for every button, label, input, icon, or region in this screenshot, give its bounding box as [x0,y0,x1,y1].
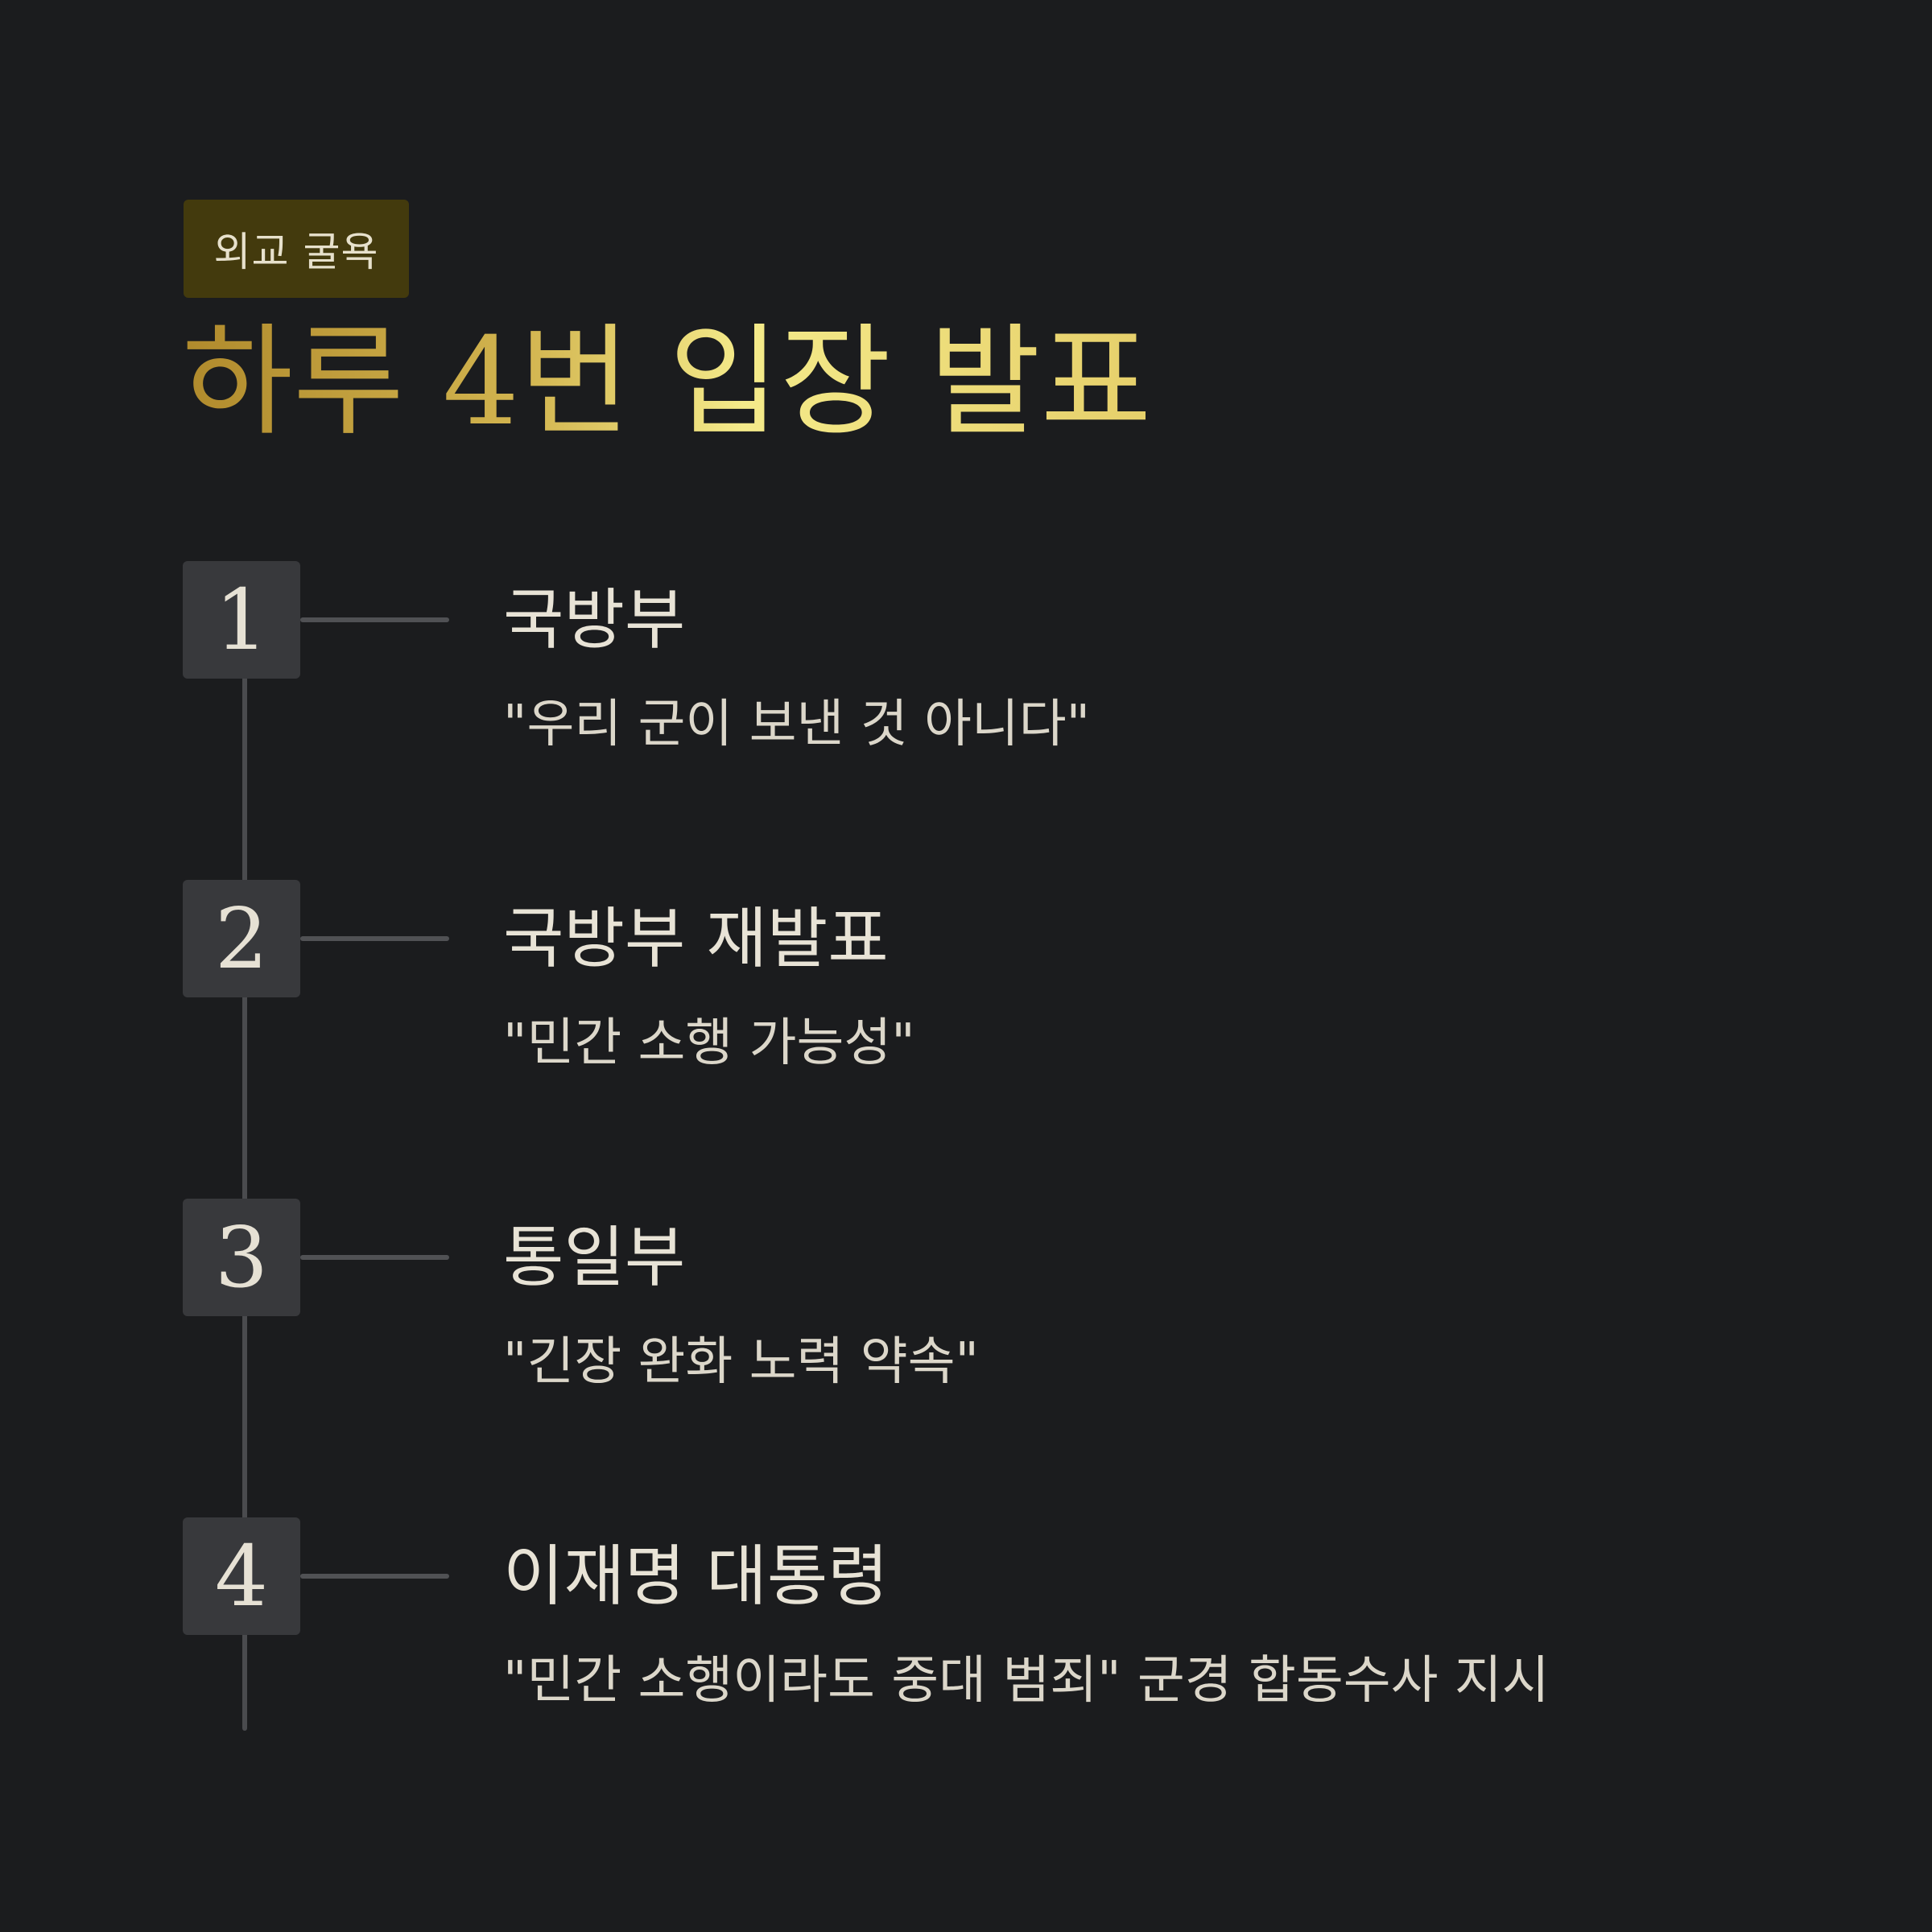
step-connector-line [300,617,449,622]
step-title: 이재명 대통령 [503,1538,889,1615]
timeline-step-3: 3 통일부 "긴장 완화 노력 약속" [0,1199,1932,1440]
step-quote: "민간 소행 가능성" [503,1013,915,1073]
step-number-badge: 3 [183,1199,300,1316]
timeline-step-4: 4 이재명 대통령 "민간 소행이라도 중대 범죄" 군경 합동수사 지시 [0,1517,1932,1759]
timeline-spine [242,620,247,1731]
headline: 하루 4번 입장 발표 [182,302,1151,463]
step-number-badge: 2 [183,880,300,997]
step-connector-line [300,1255,449,1260]
step-connector-line [300,1574,449,1579]
category-badge-label: 외교 굴욕 [213,229,379,275]
step-title: 국방부 [503,582,686,658]
step-connector-line [300,936,449,941]
step-number-badge: 4 [183,1517,300,1635]
timeline-step-2: 2 국방부 재발표 "민간 소행 가능성" [0,880,1932,1121]
step-title: 통일부 [503,1220,686,1296]
step-quote: "긴장 완화 노력 약속" [503,1332,979,1392]
step-quote: "우리 군이 보낸 것 아니다" [503,695,1091,754]
category-badge: 외교 굴욕 [184,200,409,298]
timeline-step-1: 1 국방부 "우리 군이 보낸 것 아니다" [0,561,1932,803]
step-title: 국방부 재발표 [503,901,889,977]
step-number-badge: 1 [183,561,300,679]
step-quote: "민간 소행이라도 중대 범죄" 군경 합동수사 지시 [503,1651,1550,1711]
